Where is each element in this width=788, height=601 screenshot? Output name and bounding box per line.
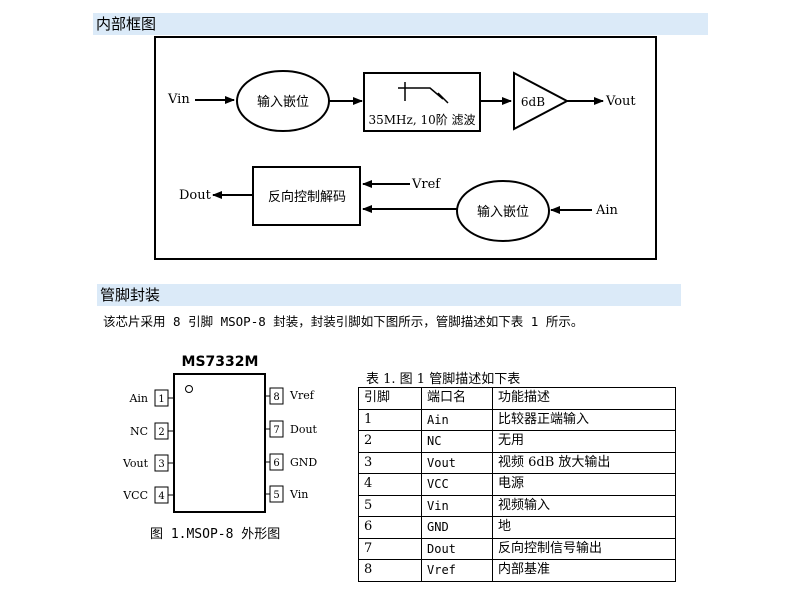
pin-cell: 6: [358, 516, 422, 539]
pin-label: Ain: [128, 392, 148, 405]
vin-label: Vin: [167, 92, 190, 107]
table-row: 5 Vin 视频输入: [358, 494, 676, 517]
table-header-cell: 端口名: [421, 387, 493, 410]
port-cell: GND: [421, 516, 493, 539]
function-cell: 视频 6dB 放大输出: [492, 451, 676, 474]
pin-label: NC: [130, 425, 148, 438]
table-row: 8 Vref 内部基准: [358, 559, 676, 582]
pin-label: Vref: [289, 389, 315, 402]
function-cell: 电源: [492, 473, 676, 496]
pin1-marker: [185, 385, 193, 393]
port-cell: Ain: [421, 408, 493, 431]
function-cell: 比较器正端输入: [492, 408, 676, 431]
function-cell: 地: [492, 516, 676, 539]
decoder-block: [252, 166, 361, 226]
pin-label: Vout: [122, 457, 149, 470]
pin-cell: 7: [358, 537, 422, 560]
port-cell: Vref: [421, 559, 493, 582]
chip-body: [173, 373, 266, 513]
amplifier-gain-label: 6dB: [521, 95, 545, 109]
vout-label: Vout: [605, 94, 636, 109]
table-row: 2 NC 无用: [358, 430, 676, 453]
input-clamp-1-label: 输入嵌位: [257, 94, 309, 110]
right-pins: 8 7 6 5 Vref Dout GND Vin: [265, 387, 318, 503]
pin-number: 2: [158, 427, 164, 438]
port-cell: Vin: [421, 494, 493, 517]
pin-number: 8: [273, 392, 279, 403]
diagram-frame: [154, 36, 657, 260]
pin-cell: 5: [358, 494, 422, 517]
decoder-label: 反向控制解码: [268, 189, 346, 205]
function-cell: 反向控制信号输出: [492, 537, 676, 560]
section-header-block-diagram: 内部框图: [93, 13, 708, 35]
port-cell: VCC: [421, 473, 493, 496]
pin-label: GND: [290, 456, 317, 469]
input-clamp-2-label: 输入嵌位: [477, 204, 529, 220]
function-cell: 无用: [492, 430, 676, 453]
pin-number: 4: [158, 491, 164, 502]
ain-label: Ain: [595, 203, 619, 218]
table-caption: 表 1. 图 1 管脚描述如下表: [366, 372, 521, 387]
pin-description-table: 引脚 端口名 功能描述 1 Ain 比较器正端输入 2 NC 无用 3 Vout…: [358, 387, 676, 582]
pin-number: 5: [273, 490, 279, 501]
port-cell: Vout: [421, 451, 493, 474]
pin-label: VCC: [122, 489, 148, 502]
figure-caption: 图 1.MSOP-8 外形图: [150, 527, 281, 542]
pin-label: Dout: [290, 423, 318, 436]
function-cell: 视频输入: [492, 494, 676, 517]
pin-number: 3: [158, 459, 164, 470]
dout-label: Dout: [179, 188, 212, 203]
pin-cell: 1: [358, 408, 422, 431]
section-header-pin-package: 管脚封装: [97, 284, 681, 306]
pin-package-description: 该芯片采用 8 引脚 MSOP-8 封装，封装引脚如下图所示，管脚描述如下表 1…: [103, 314, 584, 329]
pin-number: 6: [273, 458, 279, 469]
table-row: 1 Ain 比较器正端输入: [358, 408, 676, 431]
port-cell: Dout: [421, 537, 493, 560]
left-pins: 1 2 3 4 Ain NC Vout VCC: [122, 389, 174, 504]
port-cell: NC: [421, 430, 493, 453]
vref-label: Vref: [411, 177, 441, 192]
filter-label: 35MHz, 10阶 滤波: [368, 113, 475, 127]
table-header-cell: 功能描述: [492, 387, 676, 410]
pin-cell: 3: [358, 451, 422, 474]
table-row: 6 GND 地: [358, 516, 676, 539]
table-header-cell: 引脚: [358, 387, 422, 410]
amplifier-triangle: [513, 71, 570, 131]
chip-name: MS7332M: [182, 354, 259, 370]
input-clamp-2: [456, 180, 550, 242]
pin-number: 7: [273, 425, 279, 436]
table-row: 3 Vout 视频 6dB 放大输出: [358, 451, 676, 474]
table-row: 4 VCC 电源: [358, 473, 676, 496]
pin-cell: 2: [358, 430, 422, 453]
pin-label: Vin: [289, 488, 308, 501]
table-row: 7 Dout 反向控制信号输出: [358, 537, 676, 560]
pin-cell: 4: [358, 473, 422, 496]
filter-icon: [398, 82, 449, 104]
function-cell: 内部基准: [492, 559, 676, 582]
pin-number: 1: [158, 394, 164, 405]
pin-cell: 8: [358, 559, 422, 582]
table-header-row: 引脚 端口名 功能描述: [358, 387, 676, 410]
